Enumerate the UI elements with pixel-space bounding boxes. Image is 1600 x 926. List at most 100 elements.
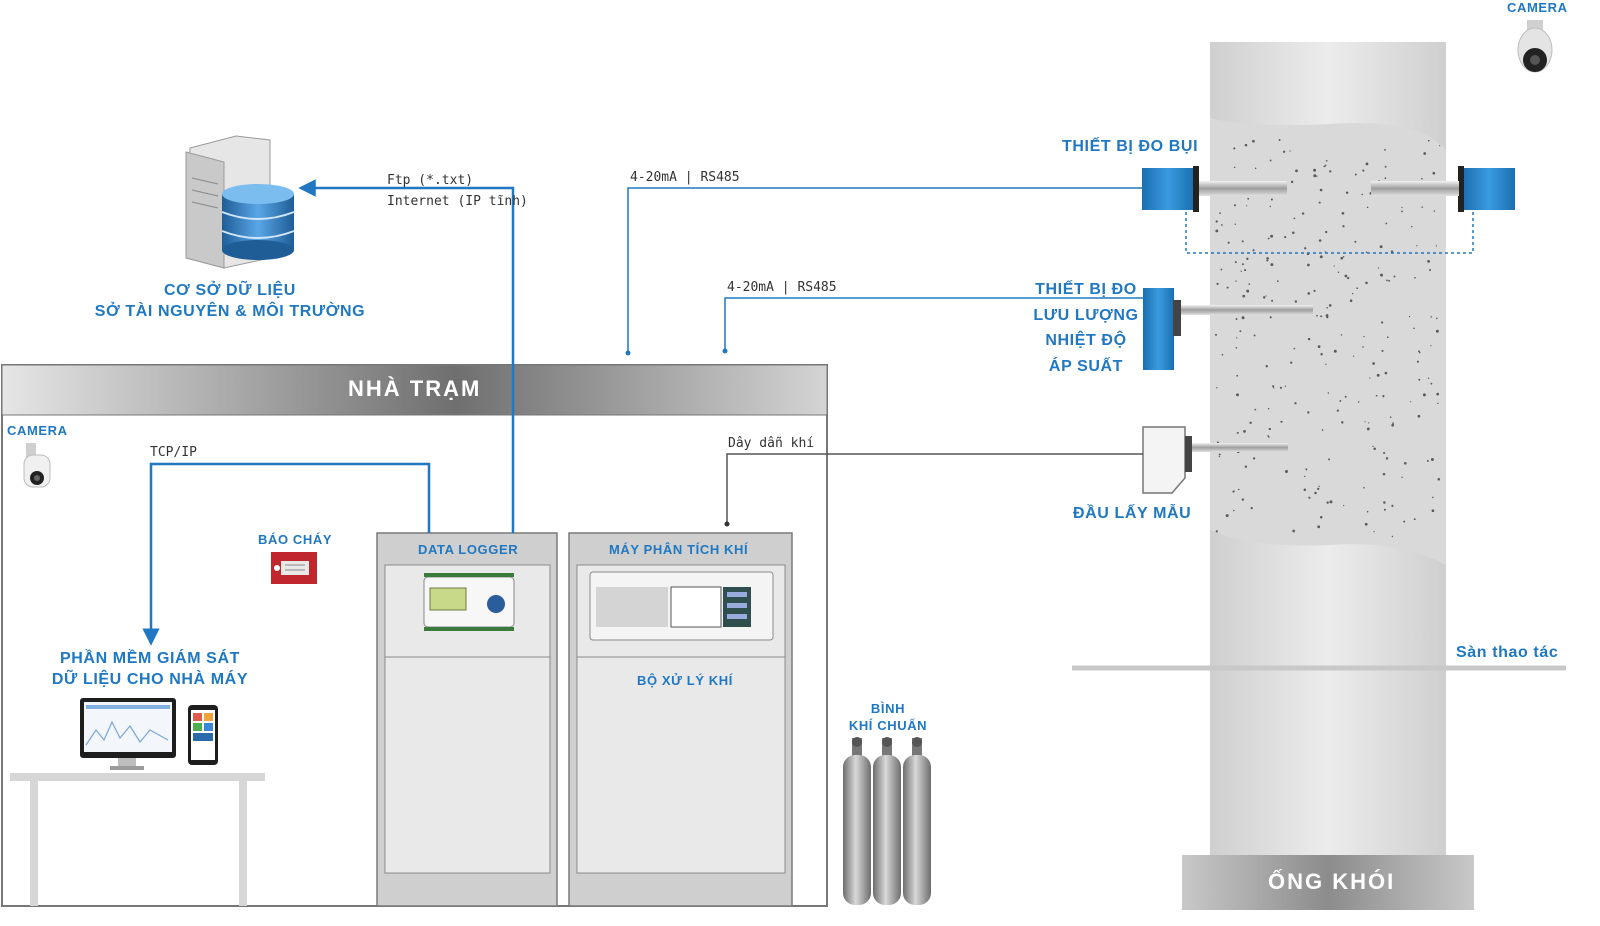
ftp-link <box>298 179 515 533</box>
gas-speckle <box>1215 220 1218 223</box>
database-label-line2: SỞ TÀI NGUYÊN & MÔI TRƯỜNG <box>94 303 366 320</box>
gas-speckle <box>1389 416 1392 418</box>
gas-speckle <box>1214 333 1218 336</box>
gas-speckle <box>1426 460 1429 462</box>
gas-speckle <box>1294 402 1297 405</box>
gas-speckle <box>1215 530 1218 533</box>
gas-speckle <box>1218 455 1221 458</box>
gas-speckle <box>1240 270 1242 272</box>
gas-speckle <box>1303 488 1307 491</box>
gas-speckle <box>1341 211 1345 215</box>
connection-lines <box>142 179 1143 646</box>
gas-speckle <box>1342 256 1345 258</box>
gas-speckle <box>1241 240 1244 243</box>
gas-speckle <box>1429 269 1431 271</box>
gas-speckle <box>1239 330 1242 333</box>
gas-analyzer-device-icon <box>589 571 774 641</box>
database-label: CƠ SỞ DỮ LIỆU SỞ TÀI NGUYÊN & MÔI TRƯỜNG <box>70 280 390 322</box>
gas-speckle <box>1365 281 1368 285</box>
gas-speckle <box>1269 316 1272 319</box>
station-camera-label: CAMERA <box>7 423 68 438</box>
gas-speckle <box>1244 269 1247 272</box>
gas-speckle <box>1364 522 1368 526</box>
gas-speckle <box>1354 240 1357 243</box>
tcp-link <box>142 462 431 646</box>
camera-icon <box>23 443 51 488</box>
gas-speckle <box>1305 468 1308 471</box>
gas-speckle <box>1379 245 1383 249</box>
dust-signal-label: 4-20mA | RS485 <box>630 170 740 185</box>
gas-speckle <box>1252 457 1256 460</box>
ftp-label-line1: Ftp (*.txt) <box>387 173 474 188</box>
gas-speckle <box>1433 210 1436 212</box>
gas-speckle <box>1304 475 1306 478</box>
gas-speckle <box>1290 180 1294 184</box>
gas-speckle <box>1317 487 1320 491</box>
gas-speckle <box>1341 421 1344 424</box>
gas-speckle <box>1414 276 1416 279</box>
gas-speckle <box>1418 378 1421 381</box>
gas-speckle <box>1416 245 1418 247</box>
gas-speckle <box>1266 259 1269 262</box>
gas-speckle <box>1234 261 1237 264</box>
gas-speckle <box>1215 229 1219 233</box>
monitor-icon <box>80 698 176 770</box>
gas-speckle <box>1391 504 1394 507</box>
gas-speckle <box>1243 430 1246 433</box>
stack-gas-zone <box>1210 118 1446 565</box>
gas-speckle <box>1352 355 1355 357</box>
sample-tube-link <box>726 453 1143 524</box>
gas-speckle <box>1314 491 1317 495</box>
calibration-gas-label-line2: KHÍ CHUẨN <box>848 718 928 733</box>
gas-speckle <box>1248 283 1251 285</box>
gas-speckle <box>1365 251 1368 254</box>
gas-speckle <box>1235 280 1237 282</box>
gas-speckle <box>1307 337 1311 341</box>
gas-speckle <box>1227 241 1230 244</box>
gas-speckle <box>1293 217 1296 220</box>
sampling-probe-icon <box>1142 426 1288 494</box>
gas-speckle <box>1250 506 1253 510</box>
gas-speckle <box>1393 275 1396 278</box>
calibration-gas-label-line1: BÌNH <box>870 701 906 716</box>
gas-speckle <box>1364 421 1366 423</box>
phone-icon <box>188 705 218 765</box>
gas-speckle <box>1249 421 1252 425</box>
gas-speckle <box>1284 236 1287 239</box>
gas-speckle <box>1247 197 1250 200</box>
gas-speckle <box>1232 509 1235 512</box>
gas-speckle <box>1401 206 1403 209</box>
gas-speckle <box>1344 395 1347 398</box>
sampling-probe-label: ĐẦU LẤY MẪU <box>1073 505 1192 522</box>
station-title: NHÀ TRẠM <box>348 376 482 401</box>
gas-speckle <box>1235 318 1238 320</box>
gas-speckle <box>1316 314 1318 317</box>
gas-speckle <box>1267 237 1270 240</box>
gas-speckle <box>1219 212 1221 214</box>
gas-speckle <box>1236 374 1239 377</box>
gas-speckle <box>1333 349 1337 353</box>
gas-speckle <box>1290 361 1293 364</box>
data-logger-cabinet <box>376 532 558 907</box>
gas-speckle <box>1343 504 1345 507</box>
gas-speckle <box>1366 427 1370 431</box>
calibration-gas-label: BÌNH KHÍ CHUẨN <box>838 700 938 734</box>
gas-speckle <box>1252 139 1255 143</box>
gas-speckle <box>1363 335 1365 338</box>
ptz-camera-icon <box>1517 20 1553 73</box>
gas-speckle <box>1383 508 1386 511</box>
gas-speckle <box>1254 167 1257 169</box>
gas-speckle <box>1390 250 1394 253</box>
gas-speckle <box>1362 169 1365 172</box>
gas-speckle <box>1437 478 1441 481</box>
gas-speckle <box>1336 409 1339 412</box>
gas-speckle <box>1345 191 1349 194</box>
gas-speckle <box>1282 150 1286 153</box>
gas-speckle <box>1342 225 1345 228</box>
stack-base <box>1182 855 1474 910</box>
gas-speckle <box>1347 276 1350 280</box>
gas-speckle <box>1363 486 1365 489</box>
gas-speckle <box>1435 329 1439 333</box>
gas-speckle <box>1320 352 1323 356</box>
gas-speckle <box>1324 164 1327 167</box>
